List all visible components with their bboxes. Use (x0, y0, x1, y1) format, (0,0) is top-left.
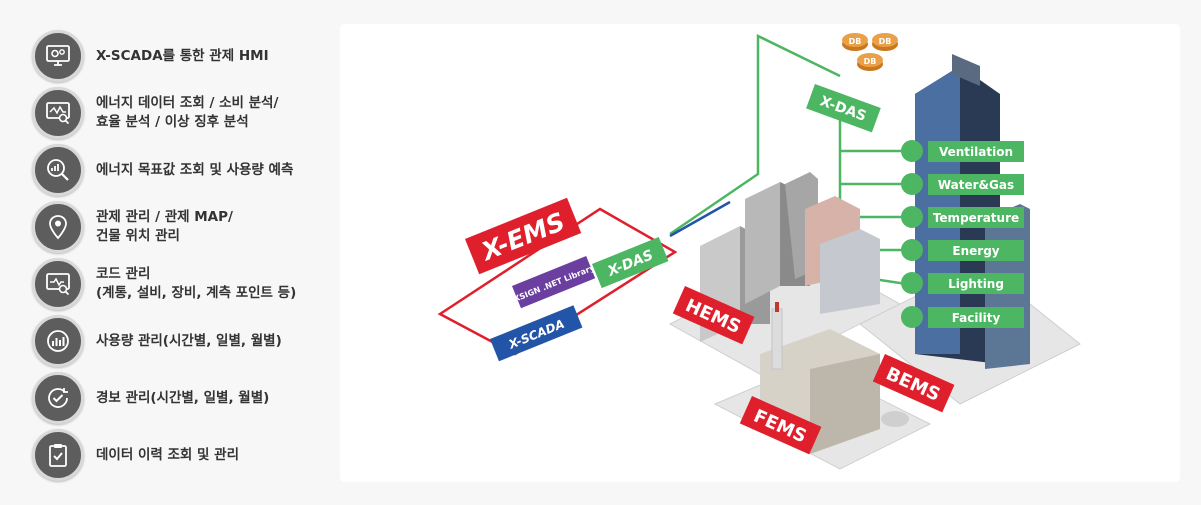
feature-item-target-forecast: 에너지 목표값 조회 및 사용량 예측 (32, 144, 293, 196)
feature-item-control-map: 관제 관리 / 관제 MAP/ 건물 위치 관리 (32, 201, 233, 253)
db-stack-icon: DB DB DB (842, 33, 898, 71)
monitor-analysis-icon (32, 87, 84, 139)
monitor-gears-icon (32, 30, 84, 82)
feature-item-hmi: X-SCADA를 통한 관제 HMI (32, 30, 269, 82)
alarm-check-icon (32, 372, 84, 424)
feature-label: X-SCADA를 통한 관제 HMI (96, 47, 269, 64)
category-label: Ventilation (939, 145, 1013, 159)
bar-chart-icon (32, 315, 84, 367)
feature-text: 사용량 관리(시간별, 일별, 월별) (96, 332, 282, 351)
feature-label-line1: 관제 관리 / 관제 MAP/ (96, 209, 233, 225)
feature-label-line2: (계통, 설비, 장비, 계측 포인트 등) (96, 285, 297, 301)
category-label: Lighting (948, 277, 1004, 291)
feature-item-alarm-management: 경보 관리(시간별, 일별, 월별) (32, 372, 269, 424)
category-lighting: Lighting (901, 272, 1024, 294)
water-gas-icon (901, 173, 923, 195)
category-label: Facility (952, 311, 1001, 325)
ems-architecture-diagram: DB DB DB X-DAS Ventilation Water&Gas (340, 24, 1180, 482)
feature-label: 에너지 목표값 조회 및 사용량 예측 (96, 161, 294, 178)
category-temperature: Temperature (901, 206, 1024, 228)
feature-label-line2: 효율 분석 / 이상 징후 분석 (96, 114, 249, 130)
feature-text: 관제 관리 / 관제 MAP/ 건물 위치 관리 (96, 208, 233, 246)
xems-platform: X-EMS XSIGN .NET Library X-DAS X-SCADA (437, 197, 678, 362)
db-label: DB (879, 37, 892, 46)
category-ventilation: Ventilation (901, 140, 1024, 162)
monitor-search-icon (32, 258, 84, 310)
category-energy: Energy (901, 239, 1024, 261)
map-pin-icon (32, 201, 84, 253)
feature-item-code-management: 코드 관리 (계통, 설비, 장비, 계측 포인트 등) (32, 258, 296, 310)
blue-connector (669, 200, 731, 238)
db-label: DB (849, 37, 862, 46)
feature-text: 데이터 이력 조회 및 관리 (96, 446, 239, 465)
energy-icon (901, 239, 923, 261)
feature-label-line2: 건물 위치 관리 (96, 228, 180, 244)
chart-search-icon (32, 144, 84, 196)
feature-text: 에너지 데이터 조회 / 소비 분석/ 효율 분석 / 이상 징후 분석 (96, 94, 278, 132)
ventilation-icon (901, 140, 923, 162)
feature-item-usage-management: 사용량 관리(시간별, 일별, 월별) (32, 315, 282, 367)
feature-label: 경보 관리(시간별, 일별, 월별) (96, 389, 270, 406)
category-label: Water&Gas (938, 178, 1014, 192)
hems-buildings (700, 172, 880, 342)
temperature-icon (901, 206, 923, 228)
db-label: DB (864, 57, 877, 66)
feature-label-line1: 에너지 데이터 조회 / 소비 분석/ (96, 95, 279, 111)
feature-item-data-history: 데이터 이력 조회 및 관리 (32, 429, 239, 481)
category-label: Temperature (933, 211, 1019, 225)
xdas-badge: X-DAS (806, 84, 881, 133)
feature-item-energy-analysis: 에너지 데이터 조회 / 소비 분석/ 효율 분석 / 이상 징후 분석 (32, 87, 278, 139)
category-facility: Facility (901, 306, 1024, 328)
feature-text: 에너지 목표값 조회 및 사용량 예측 (96, 161, 293, 180)
facility-icon (901, 306, 923, 328)
feature-text: 경보 관리(시간별, 일별, 월별) (96, 389, 269, 408)
feature-text: X-SCADA를 통한 관제 HMI (96, 47, 269, 66)
clipboard-check-icon (32, 429, 84, 481)
feature-label: 데이터 이력 조회 및 관리 (96, 446, 239, 463)
feature-text: 코드 관리 (계통, 설비, 장비, 계측 포인트 등) (96, 265, 296, 303)
feature-label: 사용량 관리(시간별, 일별, 월별) (96, 332, 282, 349)
category-water-gas: Water&Gas (901, 173, 1024, 195)
category-labels: Ventilation Water&Gas Temperature Energy (901, 140, 1024, 328)
lighting-icon (901, 272, 923, 294)
category-label: Energy (952, 244, 999, 258)
feature-label-line1: 코드 관리 (96, 266, 151, 282)
